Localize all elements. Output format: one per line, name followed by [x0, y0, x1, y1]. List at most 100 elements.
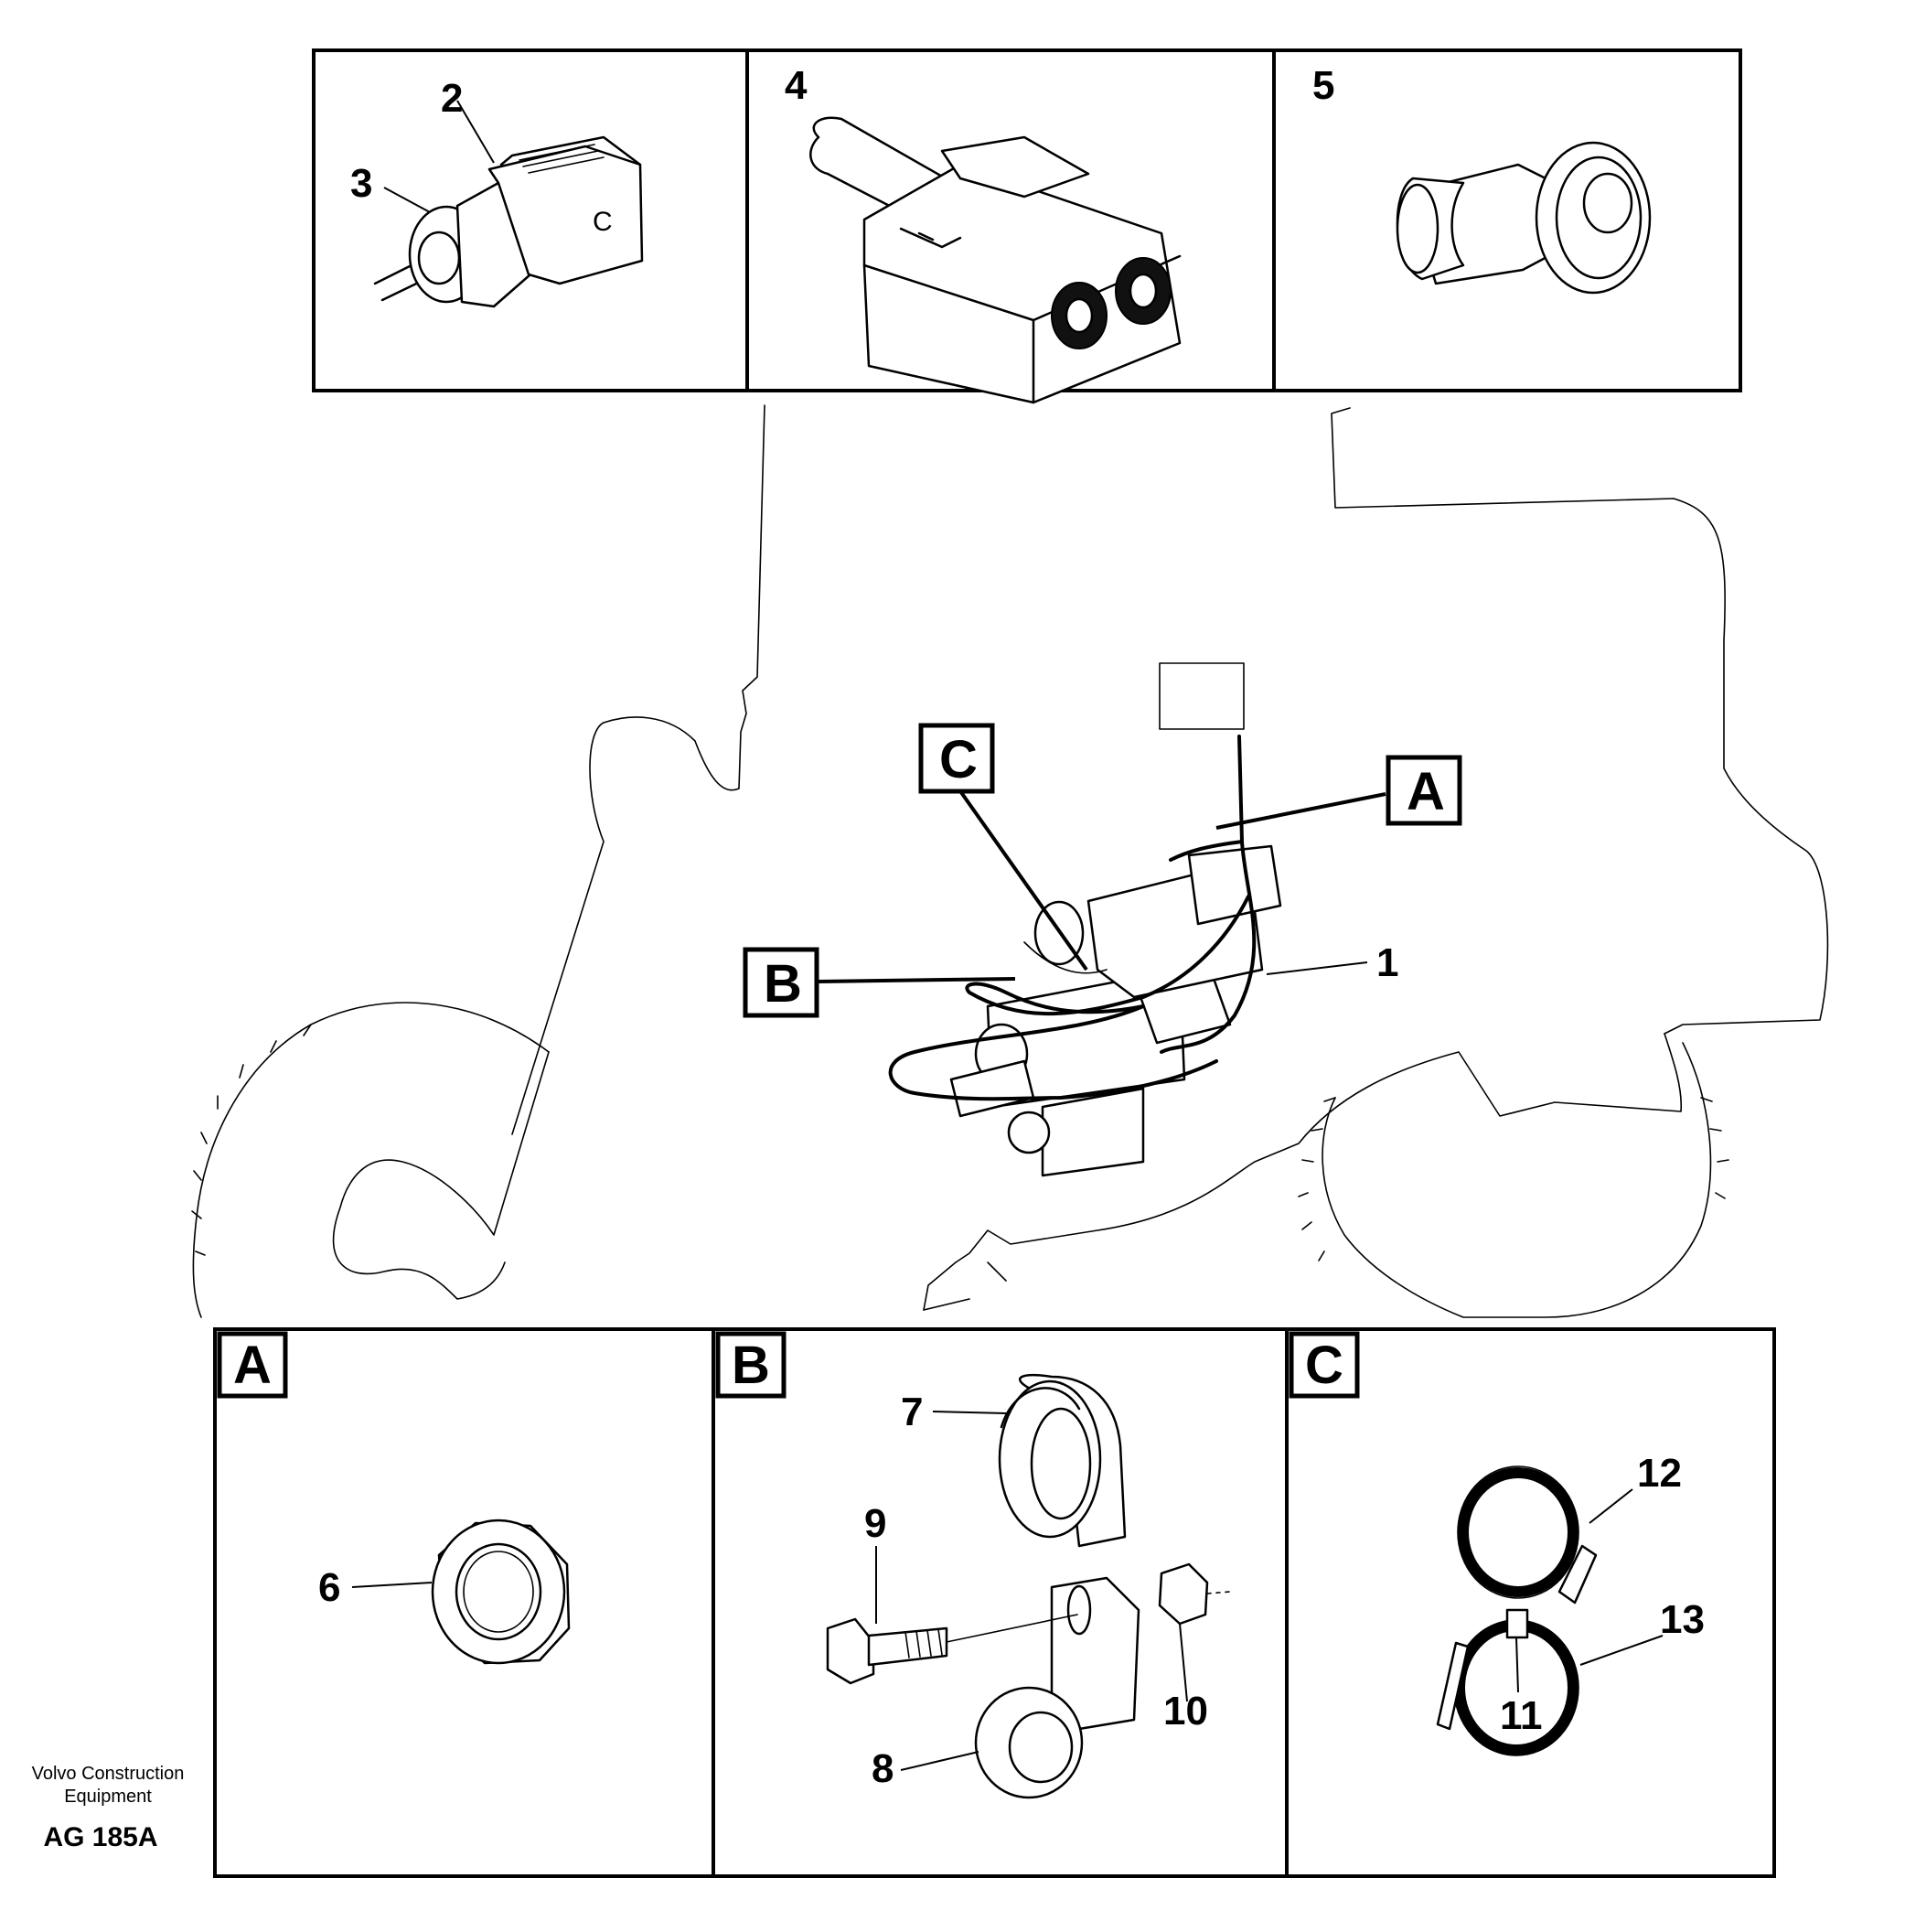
sensor-connector-part: C 2 3	[350, 76, 644, 308]
upper-clamp-inner	[1030, 1407, 1092, 1520]
callout-10: 10	[1163, 1689, 1208, 1733]
plug-latch	[940, 135, 1090, 199]
main-box-a-frame	[1386, 755, 1462, 826]
hex-nut-inner	[417, 231, 461, 285]
upper-hose-clip-band	[1458, 1467, 1579, 1597]
plug-pin-2	[1129, 273, 1158, 309]
connector-housing	[487, 145, 644, 285]
leader-3	[383, 187, 431, 213]
nut-axis	[1206, 1591, 1231, 1594]
detail-panel-a: A 6	[217, 1331, 571, 1665]
upper-clamp-rib	[1000, 1387, 1081, 1429]
housing-top-edge	[499, 135, 642, 166]
rear-axle-hub	[332, 1051, 550, 1300]
leader-8	[900, 1751, 979, 1771]
callout-1: 1	[1376, 940, 1398, 985]
front-wheel-tread	[1298, 1097, 1336, 1261]
callout-11: 11	[1500, 1693, 1543, 1738]
callout-4: 4	[785, 63, 808, 108]
clip-lock	[1505, 1608, 1529, 1639]
callout-6: 6	[318, 1565, 340, 1610]
two-pin-plug-part: 4	[785, 63, 1182, 404]
wiring-harness	[888, 735, 1257, 1101]
detail-panel-c: C 11 12 13	[1289, 1331, 1705, 1756]
valve-connector-a	[1187, 844, 1282, 926]
main-box-c-label: C	[939, 730, 978, 789]
lower-valve-port	[1007, 1111, 1051, 1154]
screw-axis	[946, 1614, 1078, 1643]
main-box-c-frame	[918, 723, 995, 794]
main-leaders	[818, 787, 1386, 983]
clamp-nut	[1158, 1562, 1209, 1626]
leader-1	[1266, 961, 1368, 975]
label-plate	[1159, 662, 1245, 730]
callout-8: 8	[872, 1746, 894, 1791]
main-letter-boxes: C A B 1	[743, 723, 1462, 1018]
callout-3: 3	[350, 161, 372, 206]
plug-clip	[899, 227, 962, 249]
leader-box-b	[818, 977, 1016, 983]
main-box-c: C	[918, 723, 995, 794]
harness-branch	[1023, 941, 1108, 974]
leader-7	[932, 1411, 1007, 1414]
cab-outline	[1331, 407, 1829, 1035]
company-name-line2: Equipment	[64, 1787, 152, 1807]
illustration-code: AG 185A	[43, 1822, 157, 1852]
bottom-detail-panels	[213, 1327, 1776, 1878]
screw-head	[826, 1617, 875, 1685]
connector-mark: C	[593, 207, 613, 237]
plug-pin-1	[1065, 297, 1094, 334]
boom-outline	[511, 404, 765, 1135]
callout-7: 7	[901, 1390, 923, 1434]
panel-b-letter: B	[732, 1336, 770, 1395]
bracket-plate	[949, 1059, 1035, 1118]
valve-assembly	[888, 662, 1282, 1177]
frame-detail	[923, 1261, 1007, 1311]
front-wheel-tread-right	[1700, 1097, 1729, 1199]
main-box-a-label: A	[1407, 762, 1445, 821]
main-box-b: B	[743, 947, 819, 1018]
lower-clip-tail	[1436, 1641, 1470, 1731]
publisher-footer: Volvo Construction Equipment AG 185A	[32, 1764, 185, 1852]
hex-nut-thread	[463, 1551, 534, 1633]
panel-c-letter: C	[1305, 1336, 1343, 1395]
panel-b-letter-frame	[715, 1331, 787, 1399]
grommet-hole	[1582, 172, 1633, 234]
leader-13	[1579, 1635, 1664, 1666]
main-box-b-frame	[743, 947, 819, 1018]
callout-12: 12	[1637, 1451, 1682, 1496]
lower-valve-block	[1041, 1087, 1145, 1177]
leader-6	[351, 1582, 433, 1588]
lower-clamp-inner	[1008, 1711, 1074, 1784]
callout-13: 13	[1660, 1597, 1705, 1642]
leader-2	[456, 100, 495, 164]
housing-ribs	[519, 144, 605, 174]
leader-box-c	[957, 787, 1088, 971]
company-name-line1: Volvo Construction	[32, 1764, 185, 1784]
callout-2: 2	[441, 76, 463, 121]
elbow-grommet-part: 5	[1312, 63, 1652, 295]
panel-a-letter-frame	[217, 1331, 288, 1399]
callout-9: 9	[864, 1501, 886, 1546]
screw-threads	[904, 1628, 943, 1658]
leader-10	[1179, 1623, 1188, 1702]
main-box-b-label: B	[764, 954, 802, 1014]
upper-hose-clip-outer	[1457, 1465, 1579, 1599]
bracket-slot	[1066, 1584, 1092, 1636]
main-box-a: A	[1386, 755, 1462, 826]
elbow-tube-end	[1396, 183, 1439, 274]
bottom-panels-frame	[213, 1327, 1776, 1878]
hex-nut-bore	[455, 1542, 542, 1641]
frame-outline	[923, 1033, 1683, 1311]
leader-12	[1589, 1488, 1633, 1524]
front-wheel-arc	[1322, 1042, 1712, 1318]
detail-panel-b: B 7 9 8 10	[715, 1331, 1231, 1799]
leader-box-a	[1215, 792, 1386, 830]
rear-wheel-arc	[192, 1002, 550, 1318]
callout-5: 5	[1312, 63, 1334, 108]
leader-11	[1515, 1637, 1519, 1693]
panel-c-letter-frame	[1289, 1331, 1360, 1399]
loader-outline	[191, 404, 1829, 1318]
rear-wheel-tread	[191, 1024, 312, 1256]
